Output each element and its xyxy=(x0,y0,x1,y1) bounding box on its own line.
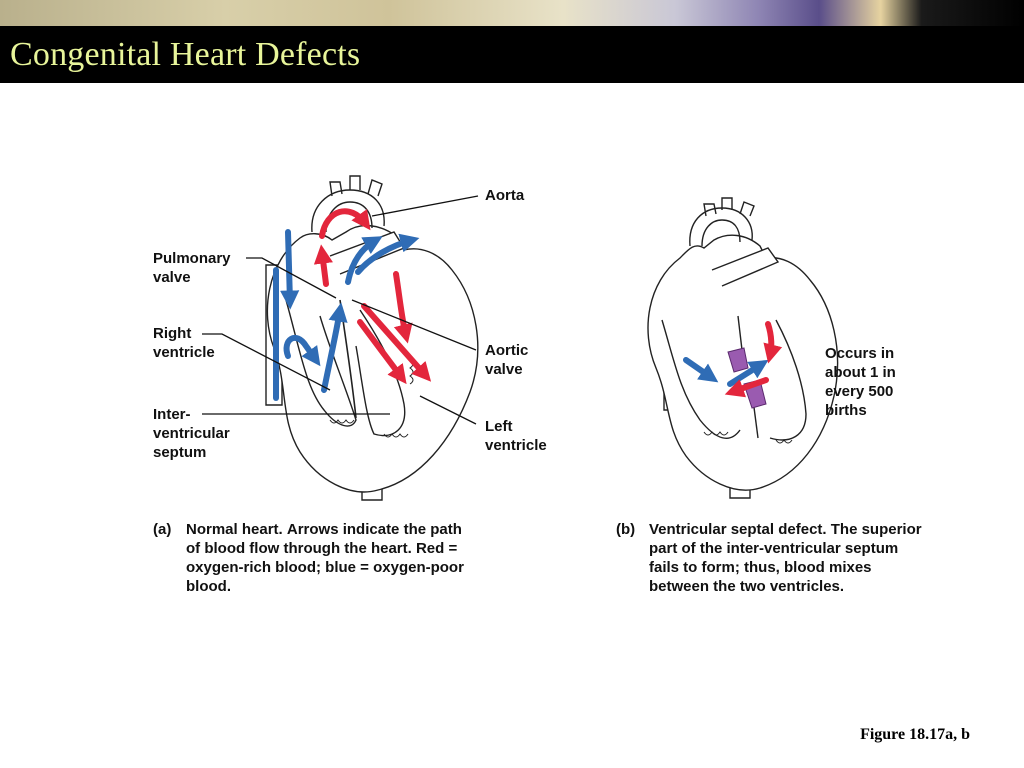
figure-reference: Figure 18.17a, b xyxy=(860,726,970,743)
oxygen-rich-flow-arrows xyxy=(313,208,432,385)
caption-a-tag: (a) xyxy=(153,521,172,538)
caption-a-body: Arrows indicate the path of blood flow t… xyxy=(186,521,464,595)
caption-normal-heart: (a) Normal heart. Arrows indicate the pa… xyxy=(153,520,473,596)
vsd-incidence-note: Occurs in about 1 in every 500 births xyxy=(825,345,896,419)
normal-heart-leader-lines xyxy=(202,195,479,425)
title-bar xyxy=(0,26,1024,83)
caption-b-tag: (b) xyxy=(616,521,636,538)
normal-heart-outline xyxy=(265,175,479,501)
label-aorta: Aorta xyxy=(485,187,525,204)
caption-b-title: Ventricular septal defect. xyxy=(649,521,827,538)
caption-b-body: The superior part of the inter-ventricul… xyxy=(649,521,922,595)
caption-a-title: Normal heart. xyxy=(186,521,283,538)
oxygen-poor-flow-arrows xyxy=(273,229,420,401)
vsd-flow-arrows xyxy=(683,321,783,398)
label-interventricular-septum: Inter- ventricular septum xyxy=(153,406,230,461)
label-pulmonary-valve: Pulmonary valve xyxy=(153,250,231,286)
decorative-header-strip xyxy=(0,0,1024,26)
slide-title: Congenital Heart Defects xyxy=(10,36,361,73)
caption-septal-defect: (b) Ventricular septal defect. The super… xyxy=(616,520,926,596)
label-aortic-valve: Aortic valve xyxy=(485,342,529,378)
label-left-ventricle: Left ventricle xyxy=(485,418,547,454)
label-right-ventricle: Right ventricle xyxy=(153,325,215,361)
